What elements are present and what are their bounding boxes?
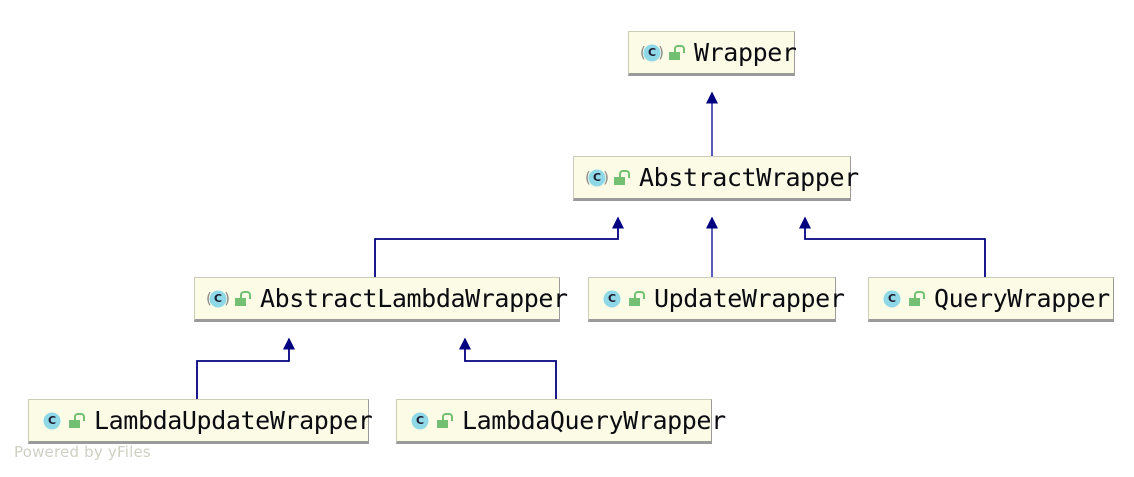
unlocked-padlock-icon [628, 290, 645, 308]
class-node-abstract-lambda-wrapper[interactable]: ( C ) AbstractLambdaWrapper [194, 277, 568, 322]
class-icon-disc [209, 290, 227, 307]
class-node-wrapper[interactable]: ( C ) Wrapper [628, 31, 797, 76]
class-icon-disc [43, 412, 61, 429]
class-icon-disc [588, 169, 606, 186]
class-icon-disc [883, 290, 901, 307]
class-node-update-wrapper[interactable]: ( C ) UpdateWrapper [588, 277, 845, 322]
class-icon-letter: C [47, 413, 57, 427]
padlock-shackle [914, 290, 925, 299]
padlock-shackle [674, 44, 685, 53]
class-icon: ( C ) [584, 167, 610, 189]
class-node-query-wrapper[interactable]: ( C ) QueryWrapper [868, 277, 1114, 322]
abstract-paren-left: ( [585, 168, 591, 186]
class-icon-letter: C [213, 291, 223, 305]
padlock-body [69, 419, 80, 428]
padlock-shackle [240, 290, 251, 299]
abstract-paren-right: ) [603, 168, 609, 186]
unlocked-padlock-icon [234, 290, 251, 308]
edge-lambda-query-wrapper-to-abstract-lambda-wrapper [459, 337, 557, 399]
class-icon: ( C ) [599, 288, 625, 310]
abstract-paren-left: ( [640, 43, 646, 61]
class-node-label: LambdaQueryWrapper [462, 406, 726, 435]
unlocked-padlock-icon [668, 44, 685, 62]
class-icon-letter: C [647, 45, 657, 59]
unlocked-padlock-icon [68, 412, 85, 430]
class-icon: ( C ) [205, 288, 231, 310]
unlocked-padlock-icon [436, 412, 453, 430]
padlock-body [629, 297, 640, 306]
class-node-lambda-query-wrapper[interactable]: ( C ) LambdaQueryWrapper [396, 399, 726, 444]
class-icon-disc [643, 44, 661, 61]
class-node-label: AbstractWrapper [639, 163, 859, 192]
class-icon: ( C ) [39, 410, 65, 432]
edge-query-wrapper-to-abstract-wrapper [799, 216, 986, 277]
class-icon: ( C ) [407, 410, 433, 432]
class-node-content: ( C ) QueryWrapper [879, 278, 1113, 319]
class-node-content: ( C ) Wrapper [639, 32, 797, 73]
class-icon-letter: C [607, 291, 617, 305]
abstract-paren-right: ) [658, 43, 664, 61]
padlock-body [437, 419, 448, 428]
class-node-label: Wrapper [694, 38, 797, 67]
padlock-body [909, 297, 920, 306]
class-node-content: ( C ) AbstractLambdaWrapper [205, 278, 568, 319]
abstract-paren-right: ) [224, 289, 230, 307]
padlock-body [614, 176, 625, 185]
class-node-label: AbstractLambdaWrapper [260, 284, 568, 313]
class-node-label: UpdateWrapper [654, 284, 845, 313]
class-icon-letter: C [887, 291, 897, 305]
unlocked-padlock-icon [908, 290, 925, 308]
padlock-shackle [634, 290, 645, 299]
class-node-label: LambdaUpdateWrapper [94, 406, 373, 435]
class-icon-letter: C [592, 170, 602, 184]
padlock-shackle [74, 412, 85, 421]
class-node-content: ( C ) UpdateWrapper [599, 278, 845, 319]
class-icon-disc [411, 412, 429, 429]
edge-lambda-update-wrapper-to-abstract-lambda-wrapper [196, 337, 295, 399]
class-icon: ( C ) [639, 42, 665, 64]
padlock-shackle [442, 412, 453, 421]
abstract-paren-left: ( [206, 289, 212, 307]
class-node-lambda-update-wrapper[interactable]: ( C ) LambdaUpdateWrapper [28, 399, 373, 444]
class-node-content: ( C ) AbstractWrapper [584, 157, 859, 198]
padlock-shackle [619, 169, 630, 178]
yfiles-watermark: Powered by yFiles [14, 443, 151, 461]
padlock-body [669, 51, 680, 60]
padlock-body [235, 297, 246, 306]
edge-abstract-lambda-wrapper-to-abstract-wrapper [374, 216, 624, 277]
class-icon-letter: C [415, 413, 425, 427]
unlocked-padlock-icon [613, 169, 630, 187]
class-node-abstract-wrapper[interactable]: ( C ) AbstractWrapper [573, 156, 859, 201]
class-icon: ( C ) [879, 288, 905, 310]
class-node-label: QueryWrapper [934, 284, 1110, 313]
class-node-content: ( C ) LambdaUpdateWrapper [39, 400, 373, 441]
class-node-content: ( C ) LambdaQueryWrapper [407, 400, 726, 441]
class-icon-disc [603, 290, 621, 307]
